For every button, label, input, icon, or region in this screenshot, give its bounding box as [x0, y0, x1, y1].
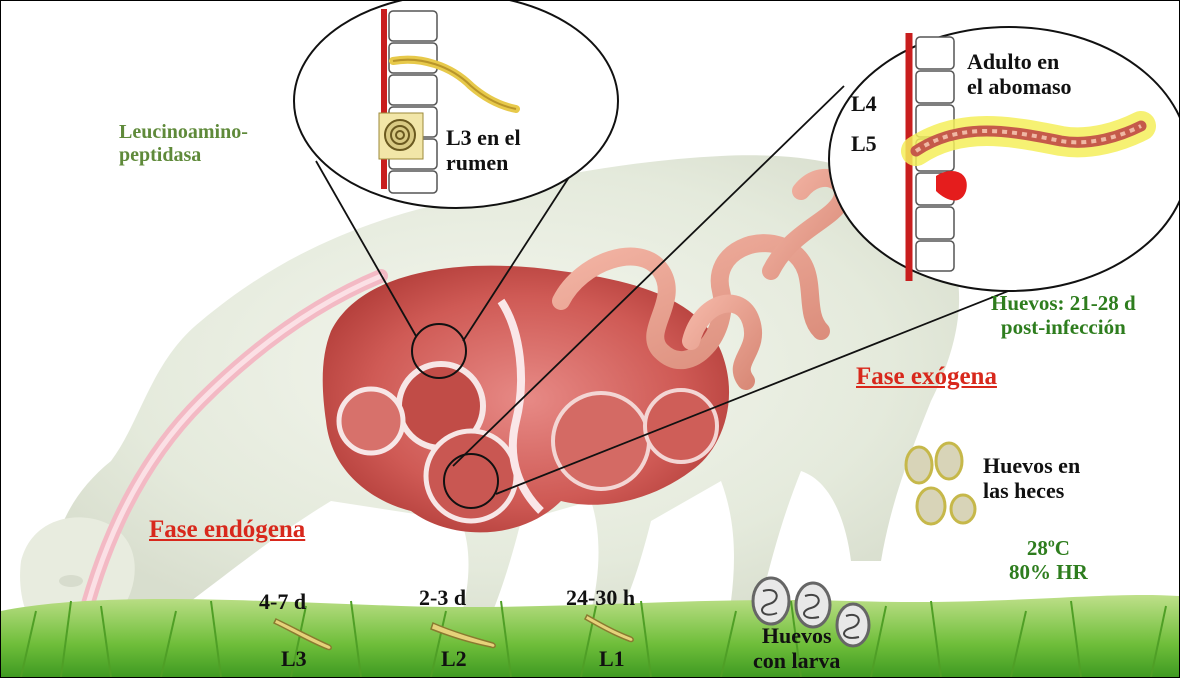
rumen-magnified	[294, 1, 618, 208]
l4-label: L4	[851, 91, 877, 116]
fase-endogena-label: Fase endógena	[149, 516, 305, 545]
stage-l3-label: L3	[281, 646, 307, 671]
eggs-in-feces	[906, 443, 975, 524]
leucinoaminopeptidasa-label: Leucinoamino- peptidasa	[119, 121, 248, 167]
time-l3-label: 4-7 d	[259, 589, 306, 614]
time-l2-label: 2-3 d	[419, 585, 466, 610]
fase-exogena-label: Fase exógena	[856, 363, 997, 392]
huevos-post-infeccion-label: Huevos: 21-28 d post-infección	[991, 291, 1136, 339]
l5-label: L5	[851, 131, 877, 156]
stage-l2-label: L2	[441, 646, 467, 671]
time-l1-label: 24-30 h	[566, 585, 635, 610]
stage-l1-label: L1	[599, 646, 625, 671]
huevos-heces-label: Huevos en las heces	[983, 453, 1080, 504]
adult-abomasum-label: Adulto en el abomaso	[967, 49, 1072, 100]
huevos-con-larva-label: Huevos con larva	[753, 623, 840, 674]
temperature-humidity-label: 28ºC 80% HR	[1009, 536, 1088, 584]
l3-rumen-label: L3 en el rumen	[446, 125, 521, 176]
